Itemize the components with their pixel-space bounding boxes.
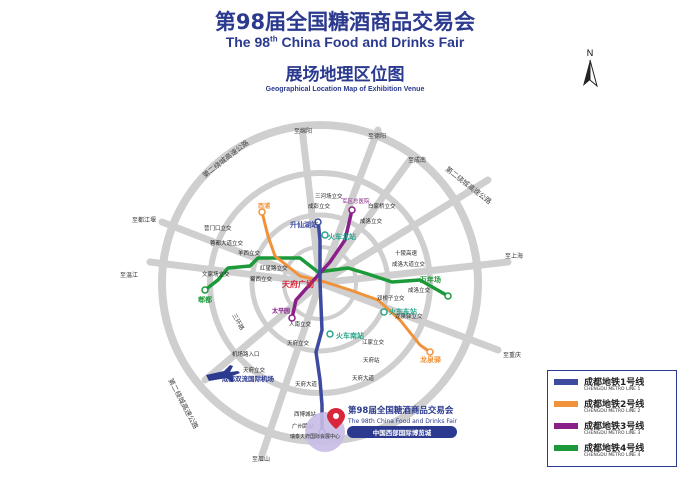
label-yangxi: 羊西立交 (238, 249, 261, 257)
station-huoche-bei (321, 231, 329, 239)
legend-swatch-line-4 (554, 445, 578, 451)
label-sanduan: 红星路立交 (260, 264, 288, 272)
label-taiping: 太平园 (271, 307, 290, 315)
dir-n1: 至绵阳 (294, 127, 312, 135)
label-yingmen: 营门口立交 (204, 224, 232, 232)
venue-marker: 第98届全国糖酒商品交易会 The 98th China Food and Dr… (290, 405, 458, 452)
label-tianfu-st: 天府站 (363, 356, 380, 364)
legend-line-2: 成都地铁2号线 CHENGDU METRO LINE 2 (554, 398, 674, 418)
ring-label-nw: 第二绕城高速公路 (201, 138, 251, 180)
label-xibo: 西博城站 (294, 410, 317, 418)
ring-label-inner: 三环路 (230, 312, 246, 332)
legend-swatch-line-3 (554, 423, 578, 429)
dir-e: 至上海 (505, 252, 523, 260)
venue-name: 中国西部国际博览城 (373, 428, 432, 437)
station-shengxian (314, 218, 322, 226)
metro-line-4 (203, 256, 449, 298)
legend-line-4: 成都地铁4号线 CHENGDU METRO LINE 4 (554, 442, 674, 462)
label-xiangyang: 蓉都大道立交 (210, 239, 244, 247)
label-jiulong: 龙泉驿立交 (395, 312, 423, 320)
label-wanniang: 万年场 (419, 275, 441, 284)
dir-w1: 至都江堰 (132, 216, 156, 224)
station-line3-north (348, 206, 356, 214)
label-longquan: 龙泉驿 (419, 355, 442, 364)
label-shiling: 十陵高速 (395, 249, 418, 257)
station-huoche-dong (380, 308, 388, 316)
station-huoche-nan (326, 330, 334, 338)
label-line3-end: 军区总医院 (342, 197, 370, 205)
label-sanhe: 三河场立交 (315, 192, 343, 200)
compass-letter: N (587, 48, 594, 58)
dir-n2: 至德阳 (368, 132, 386, 140)
label-baijia: 白家桥立交 (368, 202, 396, 210)
label-ruitai: 瑞泰天府国际会展中心 (290, 433, 340, 440)
dir-w2: 至温江 (120, 271, 138, 279)
metro-line-1 (314, 219, 324, 432)
label-huoche-dong: 火车东站 (389, 307, 417, 316)
label-chengluo: 成洛立交 (360, 217, 383, 225)
label-renmin: 人南立交 (289, 320, 312, 328)
label-wenjiang: 文家场立交 (202, 270, 230, 278)
label-pidu: 郫都 (198, 295, 212, 304)
metro-legend: 成都地铁1号线 CHENGDU METRO LINE 1 成都地铁2号线 CHE… (547, 370, 677, 467)
station-xipu (258, 208, 266, 216)
label-huoche-nan: 火车南站 (336, 331, 364, 340)
station-labels: 三河场立交 成彭立交 军区总医院 白家桥立交 成洛立交 十陵高速 成洛大道立交 … (202, 192, 431, 430)
north-arrow-icon: N (583, 48, 598, 88)
label-chengluo2: 成洛立交 (408, 286, 431, 294)
label-tianfu-nan: 天府立交 (287, 339, 310, 347)
dir-s: 至眉山 (252, 455, 270, 463)
label-jiangnan: 江家立交 (362, 338, 385, 346)
map-subtitle: Geographical Location Map of Exhibition … (265, 86, 425, 93)
label-shengxian: 升仙湖站 (290, 220, 318, 229)
label-chengbei: 成彭立交 (308, 202, 331, 210)
station-taiping (288, 314, 296, 322)
label-tianfu-av2: 天府大道 (295, 380, 318, 388)
label-tianfu-square: 天府广场 (282, 279, 314, 289)
label-shuangqiao: 双桥子立交 (377, 294, 405, 302)
dir-se: 至重庆 (503, 351, 521, 359)
legend-swatch-line-2 (554, 401, 578, 407)
legend-swatch-line-1 (554, 379, 578, 385)
station-wanniang-end (444, 292, 452, 300)
venue-title-en: The 98th China Food and Drinks Fair (347, 418, 458, 425)
legend-line-1: 成都地铁1号线 CHENGDU METRO LINE 1 (554, 376, 674, 396)
metro-line-2 (260, 211, 431, 354)
legend-line-3: 成都地铁3号线 CHENGDU METRO LINE 3 (554, 420, 674, 440)
label-xipu: 西浦 (258, 202, 270, 210)
label-huoche-bei: 火车北站 (328, 232, 356, 241)
label-guangzhou: 广州路站 (292, 422, 315, 430)
venue-title-cn: 第98届全国糖酒商品交易会 (348, 405, 454, 416)
label-tianfu-nan2: 天府立交 (243, 366, 266, 374)
station-pidu (201, 286, 209, 294)
label-tianfu-av: 天府大道 (352, 374, 375, 382)
label-hongqi: 成洛大道立交 (392, 260, 426, 268)
station-longquan (426, 348, 434, 356)
map-title: 展场地理区位图 (285, 65, 405, 85)
airplane-icon (206, 365, 240, 382)
event-title-en: The 98th China Food and Drinks Fair (225, 34, 465, 50)
major-station-labels: 升仙湖站 火车北站 火车东站 火车南站 天府广场 万年场 郫都 西浦 龙泉驿 太… (198, 202, 442, 364)
dir-n3: 至成南 (408, 156, 426, 164)
direction-labels: 至绵阳 至德阳 至成南 至上海 至重庆 至都江堰 至温江 至眉山 (120, 127, 523, 463)
event-title-cn: 第98届全国糖酒商品交易会 (214, 10, 476, 34)
label-pixian: 蜀西立交 (250, 275, 273, 283)
label-airport-rd: 机场路入口 (232, 350, 260, 358)
label-airport: 成都双流国际机场 (222, 374, 275, 383)
